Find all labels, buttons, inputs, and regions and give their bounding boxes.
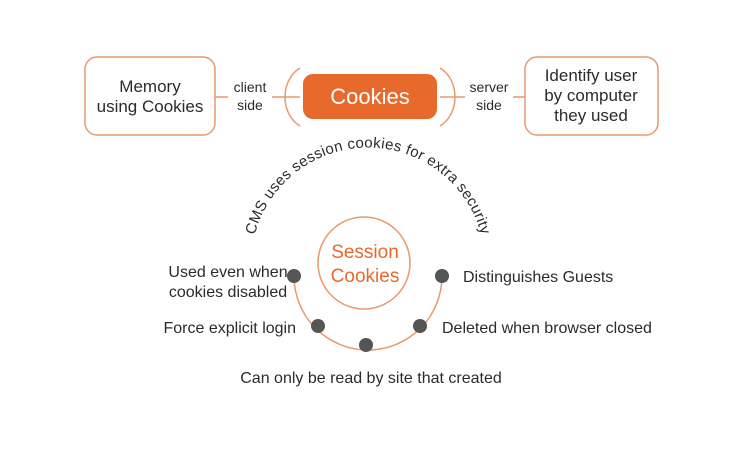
- memory-box: [84, 56, 216, 136]
- identify-box-line1: Identify user: [545, 66, 638, 85]
- dot-read-by-site: [359, 338, 373, 352]
- memory-box-line2: using Cookies: [97, 97, 204, 116]
- right-bracket-curve: [439, 67, 456, 127]
- session-cookies-circle: [317, 216, 411, 310]
- item-used-even-line2: cookies disabled: [169, 284, 287, 301]
- server-side-label-line2: side: [476, 97, 502, 113]
- left-bracket-curve: [284, 67, 301, 127]
- client-side-label-bg: [228, 78, 272, 116]
- cookies-pill-label: Cookies: [330, 84, 409, 109]
- client-side-label-line2: side: [237, 97, 263, 113]
- session-title-line1: Session: [331, 242, 399, 263]
- item-force-login: Force explicit login: [164, 320, 297, 337]
- item-used-even-line1: Used even when: [168, 264, 287, 281]
- server-side-label-line1: server: [470, 79, 509, 95]
- memory-box-line1: Memory: [119, 77, 181, 96]
- dot-force-login: [311, 319, 325, 333]
- identify-box-line2: by computer: [544, 86, 638, 105]
- item-deleted-closed: Deleted when browser closed: [442, 320, 652, 337]
- identify-user-box: [524, 56, 659, 136]
- client-side-label-line1: client: [234, 79, 267, 95]
- dot-used-even: [287, 269, 301, 283]
- dot-distinguishes: [435, 269, 449, 283]
- identify-box-line3: they used: [554, 106, 628, 125]
- server-side-label-bg: [465, 78, 513, 116]
- session-title-line2: Cookies: [331, 266, 400, 287]
- dot-deleted-closed: [413, 319, 427, 333]
- item-read-by-site: Can only be read by site that created: [240, 370, 502, 387]
- cookies-pill: [303, 74, 437, 119]
- item-distinguishes: Distinguishes Guests: [463, 269, 613, 286]
